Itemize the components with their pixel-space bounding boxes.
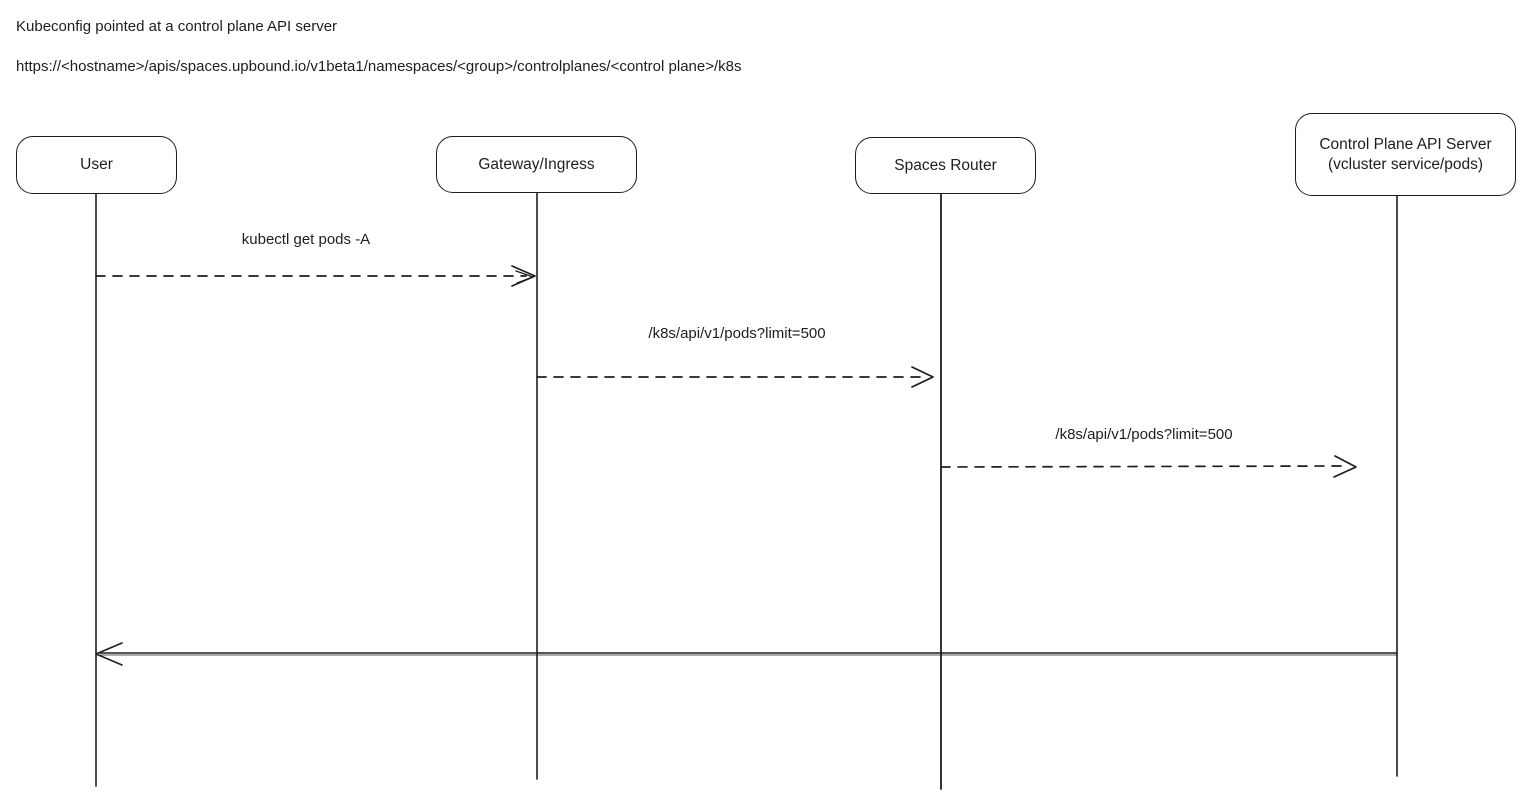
actor-box-spaces-router: Spaces Router (855, 137, 1036, 194)
actor-label-control-plane: Control Plane API Server (1319, 135, 1492, 153)
return-arrow-head (95, 642, 123, 666)
message-label-k8s-api-2: /k8s/api/v1/pods?limit=500 (1055, 426, 1233, 443)
actor-label-spaces-router: Spaces Router (894, 156, 997, 174)
diagram-title: Kubeconfig pointed at a control plane AP… (16, 18, 338, 35)
actor-sublabel-control-plane: (vcluster service/pods) (1327, 155, 1484, 173)
actor-box-gateway: Gateway/Ingress (436, 136, 637, 193)
actor-label-gateway: Gateway/Ingress (478, 155, 595, 173)
actor-box-user: User (16, 136, 177, 194)
message-arrow-2-head (911, 366, 934, 388)
actor-label-user: User (80, 156, 113, 173)
message-arrow-3-line (940, 465, 1347, 468)
message-label-kubectl: kubectl get pods -A (241, 231, 371, 248)
message-label-k8s-api-1: /k8s/api/v1/pods?limit=500 (648, 325, 826, 342)
message-arrow-1-head-overdraw (515, 270, 534, 284)
kubeconfig-url: https://<hostname>/apis/spaces.upbound.i… (16, 58, 742, 75)
message-arrow-3-head (1333, 455, 1357, 478)
actor-box-control-plane: Control Plane API Server (vcluster servi… (1295, 113, 1516, 196)
